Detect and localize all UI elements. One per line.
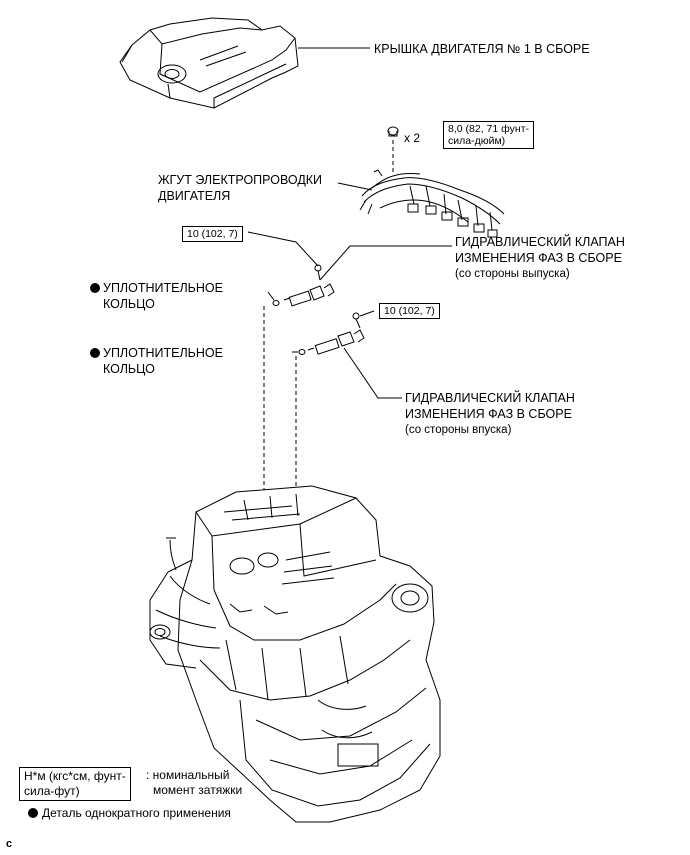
ocv-intake-drawing <box>298 312 365 355</box>
ocv-exhaust-leader <box>319 245 351 281</box>
ocv-exhaust-line1: ГИДРАВЛИЧЕСКИЙ КЛАПАН <box>455 235 625 249</box>
legend-non-reusable: Деталь однократного применения <box>42 806 231 820</box>
non-reusable-dot-icon <box>90 348 100 358</box>
legend-torque-desc: : номинальный момент затяжки <box>146 768 242 798</box>
oring1-leader <box>267 291 275 301</box>
corner-mark: c <box>6 838 13 850</box>
oring2-label: УПЛОТНИТЕЛЬНОЕ КОЛЬЦО <box>90 345 223 377</box>
legend-torque-desc-line2: момент затяжки <box>153 783 243 797</box>
harness-leader <box>337 182 373 191</box>
oring2-line1: УПЛОТНИТЕЛЬНОЕ <box>103 346 223 360</box>
legend-dot-icon <box>28 808 38 818</box>
legend-torque-unit-line1: Н*м (кгс*см, фунт- <box>24 769 126 783</box>
legend-torque-unit-line2: сила-фут) <box>24 784 80 798</box>
oring1-line1: УПЛОТНИТЕЛЬНОЕ <box>103 281 223 295</box>
harness-bolt-drawing <box>387 126 399 137</box>
harness-label-line2: ДВИГАТЕЛЯ <box>158 189 231 203</box>
oring1-label: УПЛОТНИТЕЛЬНОЕ КОЛЬЦО <box>90 280 223 312</box>
ocv-intake-line1: ГИДРАВЛИЧЕСКИЙ КЛАПАН <box>405 391 575 405</box>
bolt-quantity: x 2 <box>404 131 421 145</box>
engine-assembly-drawing <box>149 485 441 823</box>
ocv-intake-leader <box>343 347 402 399</box>
torque-exhaust-value: 10 (102, 7) <box>187 228 238 240</box>
engine-wire-harness-drawing <box>359 169 505 238</box>
harness-label: ЖГУТ ЭЛЕКТРОПРОВОДКИ ДВИГАТЕЛЯ <box>158 172 322 204</box>
bolt-torque-line2: сила-дюйм) <box>448 135 506 147</box>
legend-torque-unit-box: Н*м (кгс*см, фунт- сила-фут) <box>19 767 131 801</box>
ocv-exhaust-line3: (со стороны выпуска) <box>455 268 570 280</box>
torque-exhaust-leader <box>247 231 319 267</box>
bolt-torque-line1: 8,0 (82, 71 фунт- <box>448 123 529 135</box>
non-reusable-dot-icon <box>90 283 100 293</box>
oring2-line2: КОЛЬЦО <box>103 362 155 376</box>
engine-cover-drawing <box>119 17 299 109</box>
ocv-intake-line3: (со стороны впуска) <box>405 424 512 436</box>
ocv-exhaust-line2: ИЗМЕНЕНИЯ ФАЗ В СБОРЕ <box>455 251 622 265</box>
engine-cover-label: КРЫШКА ДВИГАТЕЛЯ № 1 В СБОРЕ <box>374 42 590 56</box>
legend-torque-desc-line1: : номинальный <box>146 768 230 782</box>
torque-exhaust-box: 10 (102, 7) <box>182 226 243 242</box>
oring1-line2: КОЛЬЦО <box>103 297 155 311</box>
torque-intake-box: 10 (102, 7) <box>379 303 440 319</box>
torque-intake-leader <box>359 310 375 317</box>
ocv-exhaust-drawing <box>272 264 335 307</box>
bolt-torque-box: 8,0 (82, 71 фунт- сила-дюйм) <box>443 121 534 149</box>
harness-label-line1: ЖГУТ ЭЛЕКТРОПРОВОДКИ <box>158 173 323 187</box>
torque-intake-value: 10 (102, 7) <box>384 305 435 317</box>
ocv-exhaust-label: ГИДРАВЛИЧЕСКИЙ КЛАПАН ИЗМЕНЕНИЯ ФАЗ В СБ… <box>455 234 625 282</box>
ocv-intake-label: ГИДРАВЛИЧЕСКИЙ КЛАПАН ИЗМЕНЕНИЯ ФАЗ В СБ… <box>405 390 575 438</box>
ocv-intake-line2: ИЗМЕНЕНИЯ ФАЗ В СБОРЕ <box>405 407 572 421</box>
